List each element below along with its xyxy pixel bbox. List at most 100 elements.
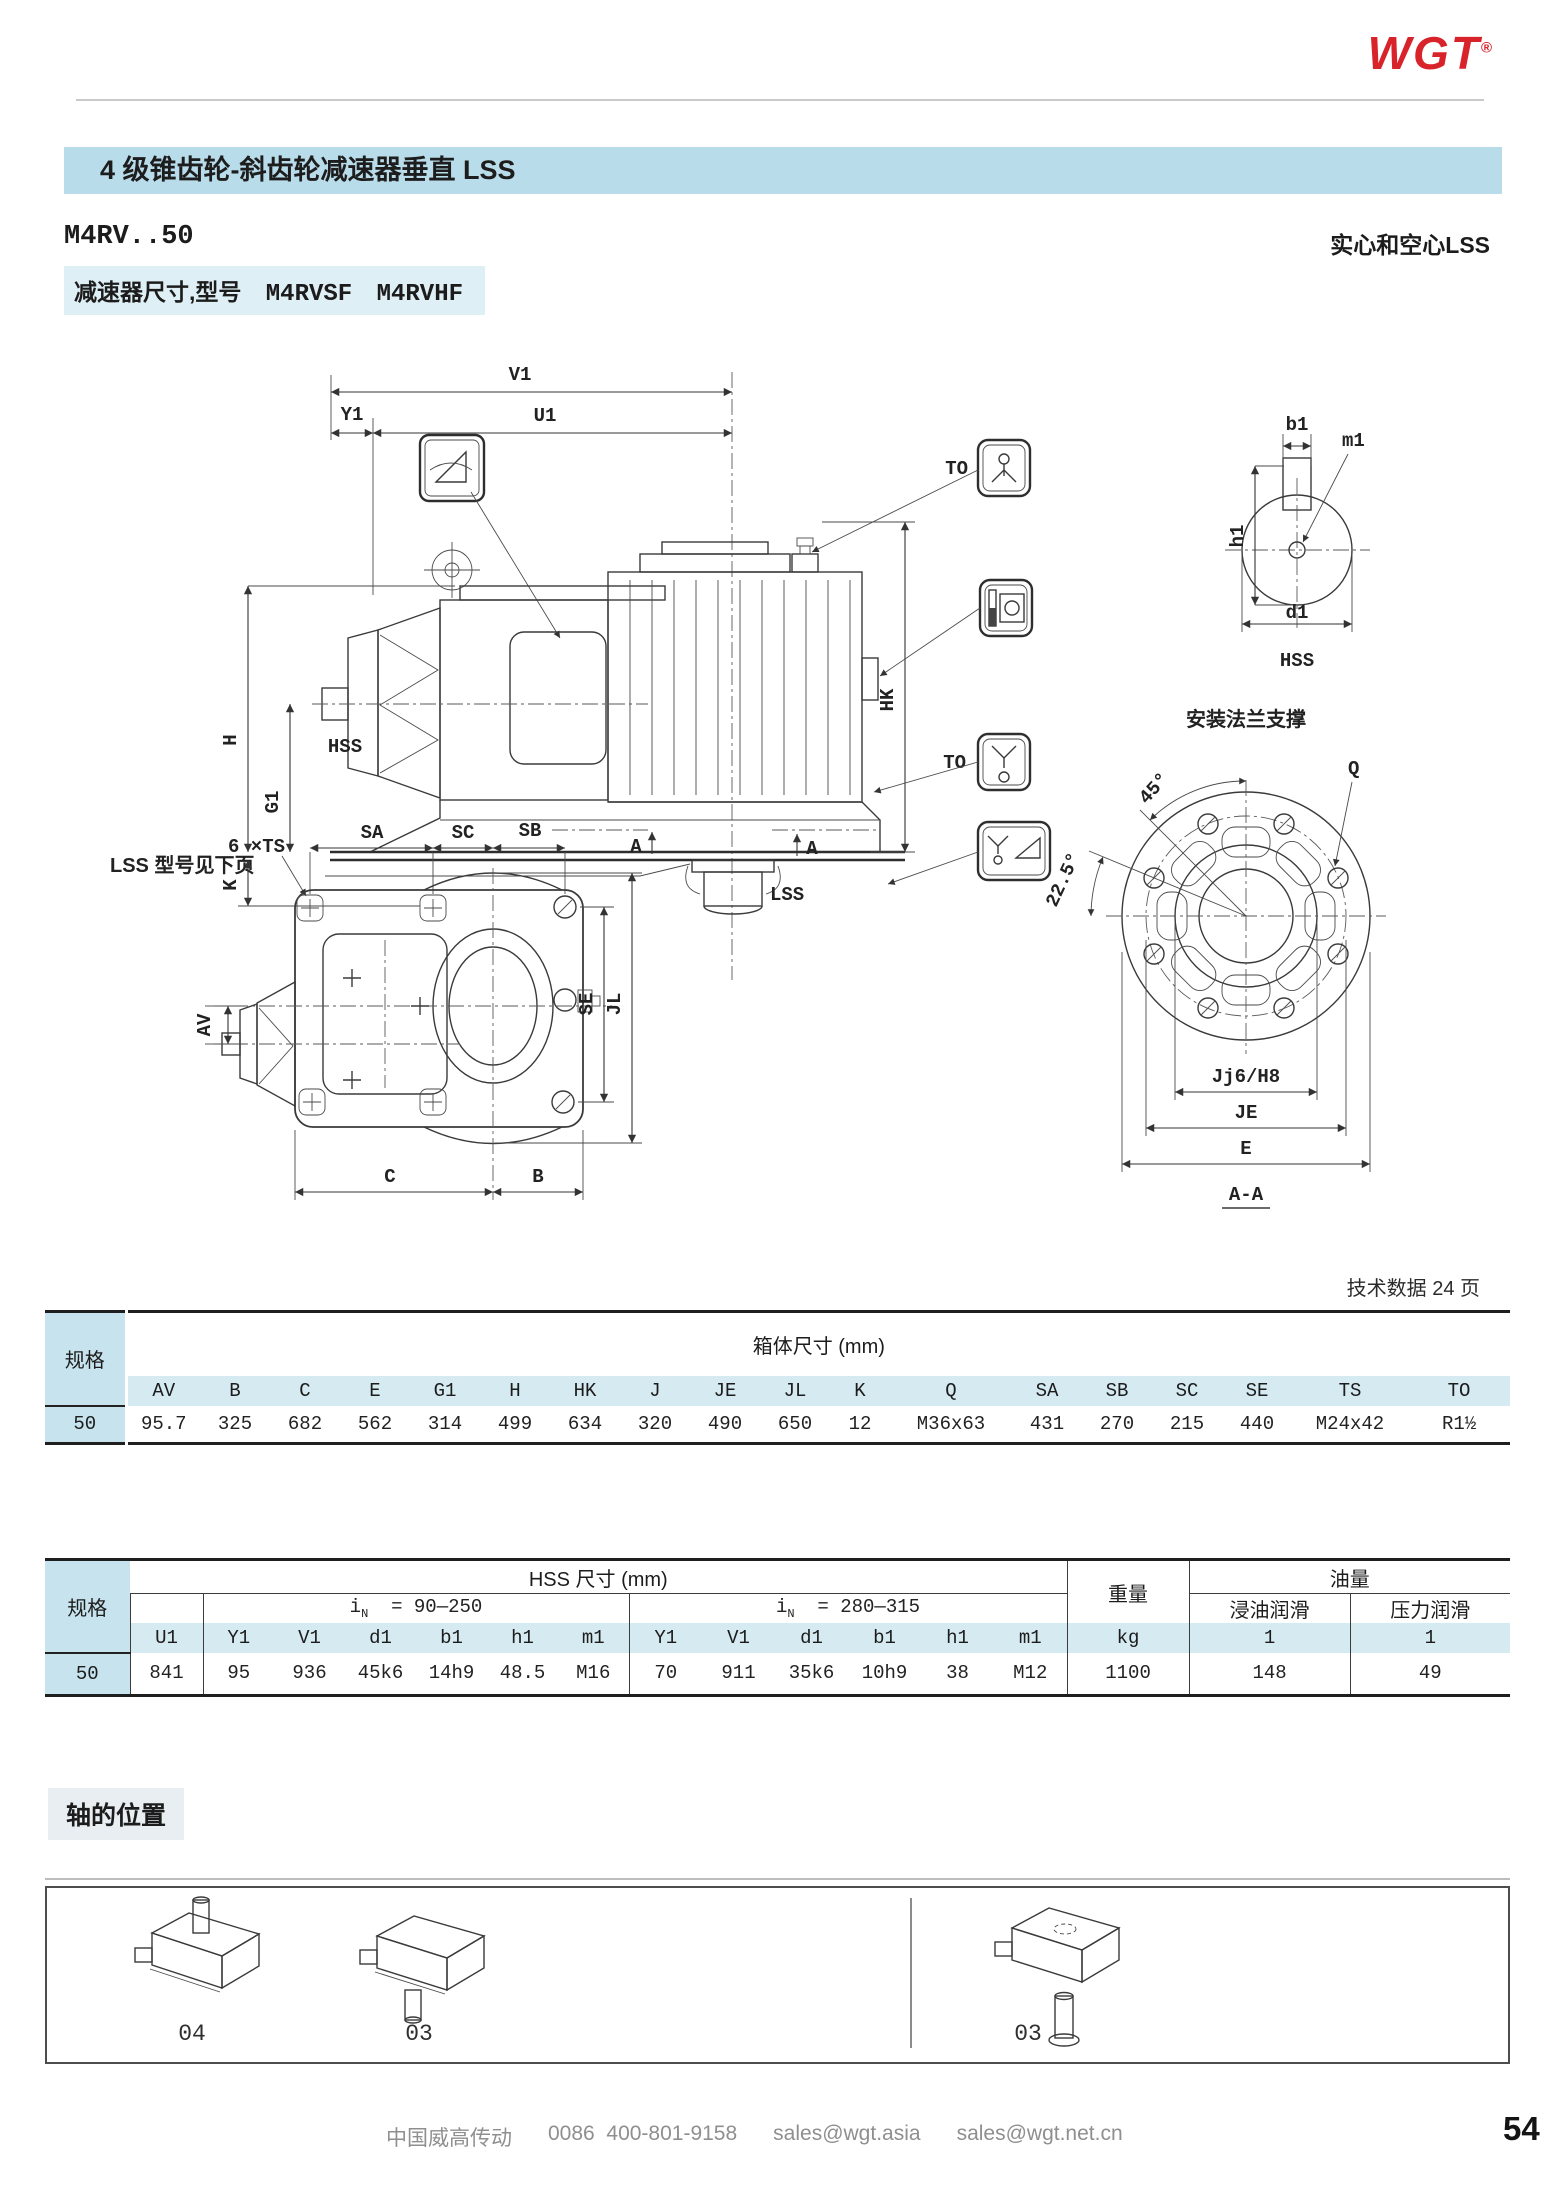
section-label-aa: A-A bbox=[1229, 1184, 1264, 1206]
dim-label-sc: SC bbox=[452, 822, 475, 844]
dim-label-g1: G1 bbox=[262, 791, 284, 814]
housing-ribs bbox=[629, 580, 851, 795]
footer-email-cn: sales@wgt.net.cn bbox=[956, 2122, 1123, 2145]
dim-label-y1: Y1 bbox=[341, 404, 364, 426]
footer: 中国威高传动 0086 400-801-9158 sales@wgt.asia … bbox=[386, 2122, 1123, 2152]
spec-header: 规格 bbox=[45, 1559, 130, 1653]
col-header: m1 bbox=[558, 1623, 629, 1653]
section-title-bar: 4 级锥齿轮-斜齿轮减速器垂直 LSS bbox=[64, 147, 1502, 194]
col-header: C bbox=[270, 1375, 340, 1406]
oil-drain-icon bbox=[976, 732, 1032, 792]
dim-label-b1: b1 bbox=[1286, 414, 1309, 436]
dim-label-av: AV bbox=[194, 1013, 216, 1036]
cell: 440 bbox=[1239, 1412, 1275, 1435]
shaft-position-box: 04 03 03 bbox=[45, 1886, 1510, 2064]
dim-label-je: JE bbox=[1235, 1102, 1258, 1124]
tech-data-note: 技术数据 24 页 bbox=[1346, 1278, 1480, 1300]
top-view-bolts bbox=[296, 894, 601, 1116]
shaft-position-diagrams: 04 03 03 bbox=[134, 1896, 1121, 2048]
cell: 10h9 bbox=[861, 1662, 908, 1685]
col-header: b1 bbox=[416, 1623, 487, 1653]
cell: 35k6 bbox=[788, 1662, 835, 1685]
cell: 48.5 bbox=[499, 1662, 546, 1685]
shaft-position-03a: 03 bbox=[359, 1915, 486, 2047]
cell: 270 bbox=[1099, 1412, 1135, 1435]
cell: M36x63 bbox=[916, 1412, 986, 1435]
page-number: 54 bbox=[1503, 2110, 1540, 2147]
col-header: K bbox=[830, 1375, 890, 1406]
top-view-drawing: 6 ×TS SA SC SB bbox=[194, 820, 642, 1200]
dim-label-d1: d1 bbox=[1286, 602, 1309, 624]
cell: 95.7 bbox=[140, 1412, 187, 1435]
cell: M24x42 bbox=[1315, 1412, 1385, 1435]
label-lss: LSS bbox=[770, 884, 804, 906]
model-sf: M4RVSF bbox=[265, 281, 353, 308]
dim-label-sb: SB bbox=[519, 820, 542, 842]
page-title: 4 级锥齿轮-斜齿轮减速器垂直 LSS bbox=[100, 155, 516, 185]
shaft-type-note: 实心和空心LSS bbox=[1330, 232, 1490, 258]
cell: 38 bbox=[946, 1662, 969, 1685]
col-header: d1 bbox=[775, 1623, 848, 1653]
cell: R1½ bbox=[1441, 1412, 1477, 1435]
col-header: V1 bbox=[702, 1623, 775, 1653]
col-header: E bbox=[340, 1375, 410, 1406]
col-header: V1 bbox=[274, 1623, 345, 1653]
cell: 95 bbox=[202, 1653, 274, 1695]
oil-sub-header: 浸油润滑 bbox=[1188, 1593, 1351, 1623]
position-label: 03 bbox=[1014, 2021, 1042, 2047]
dim-label-hk: HK bbox=[877, 688, 899, 711]
dim-label-m1: m1 bbox=[1342, 430, 1365, 452]
to-label-top: TO bbox=[945, 458, 968, 480]
hss-dimensions-table: 规格 HSS 尺寸 (mm) 重量 油量 iN = 90—250 iN = 28… bbox=[45, 1558, 1511, 1697]
col-header: J bbox=[620, 1375, 690, 1406]
footer-phone: 0086 400-801-9158 bbox=[548, 2122, 738, 2145]
col-header: Y1 bbox=[202, 1623, 274, 1653]
cell: 490 bbox=[707, 1412, 743, 1435]
cell: 936 bbox=[292, 1662, 327, 1685]
cell: 148 bbox=[1188, 1653, 1351, 1695]
col-header: h1 bbox=[487, 1623, 558, 1653]
cell: 215 bbox=[1169, 1412, 1205, 1435]
dim-label-jl: JL bbox=[604, 993, 626, 1016]
cell: 431 bbox=[1029, 1412, 1065, 1435]
ratio-group-2: iN = 280—315 bbox=[628, 1593, 1068, 1623]
top-rule bbox=[76, 99, 1484, 101]
oil-sub-header: 压力润滑 bbox=[1349, 1593, 1511, 1623]
cell: 841 bbox=[129, 1653, 203, 1695]
dim-label-45: 45° bbox=[1135, 769, 1174, 809]
unit-oil-1: 1 bbox=[1188, 1623, 1351, 1653]
unit-kg: kg bbox=[1066, 1623, 1190, 1653]
hss-shaft-detail-drawing: b1 m1 h1 d1 HSS bbox=[1225, 414, 1370, 672]
center-marks bbox=[343, 969, 429, 1089]
dim-label-225: 22.5° bbox=[1041, 849, 1085, 910]
shaft-position-04: 04 bbox=[134, 1896, 261, 2047]
cell: 634 bbox=[567, 1412, 603, 1435]
dim-label-fit: Jj6/H8 bbox=[1212, 1066, 1280, 1088]
col-header: SA bbox=[1012, 1375, 1082, 1406]
cell: 499 bbox=[497, 1412, 533, 1435]
wgt-logo: WGT® bbox=[1367, 27, 1494, 79]
col-header: JE bbox=[690, 1375, 760, 1406]
dim-label-sa: SA bbox=[361, 822, 384, 844]
col-header: SE bbox=[1222, 1375, 1292, 1406]
shaft-position-03b: 03 bbox=[994, 1907, 1121, 2047]
dim-label-q: Q bbox=[1348, 758, 1359, 780]
section-label-a2: A bbox=[806, 838, 818, 860]
col-header: m1 bbox=[994, 1623, 1068, 1653]
registered-mark: ® bbox=[1480, 39, 1494, 57]
table1-title: 箱体尺寸 (mm) bbox=[752, 1335, 885, 1358]
oil-level-icon bbox=[978, 578, 1034, 638]
spec-header: 规格 bbox=[45, 1311, 128, 1406]
col-header: G1 bbox=[410, 1375, 480, 1406]
cell: 70 bbox=[628, 1653, 702, 1695]
housing-dimensions-table: 规格 箱体尺寸 (mm) AV B C E G1 H HK J JE JL K … bbox=[45, 1310, 1511, 1445]
cell: 45k6 bbox=[357, 1662, 404, 1685]
dim-label-u1: U1 bbox=[534, 405, 557, 427]
col-header: H bbox=[480, 1375, 550, 1406]
footer-email-asia: sales@wgt.asia bbox=[773, 2122, 921, 2145]
cell: 14h9 bbox=[428, 1662, 475, 1685]
breather-icon bbox=[976, 438, 1032, 498]
col-header: U1 bbox=[129, 1623, 203, 1653]
dim-label-e: E bbox=[1240, 1138, 1251, 1160]
